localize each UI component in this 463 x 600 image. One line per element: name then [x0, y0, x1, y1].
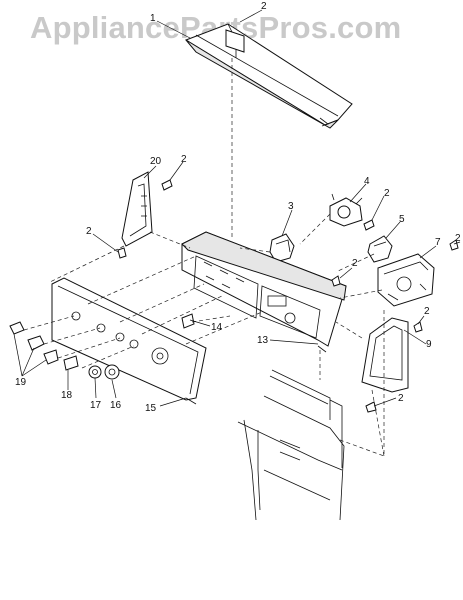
- callout-2-d: 2: [455, 233, 461, 244]
- callout-15: 15: [145, 403, 157, 414]
- callout-19: 19: [15, 377, 27, 388]
- part-13-console-frame: [181, 231, 347, 353]
- alignment-lines: [23, 58, 385, 457]
- part-17-knob: [88, 365, 102, 379]
- callout-labels: 1 2 20 2 2 3 4 2 5 7 2 2 2 14 13 9 19 18…: [15, 1, 461, 414]
- callout-14: 14: [211, 322, 223, 333]
- part-9-right-end-cap: [361, 317, 409, 393]
- part-16-knob: [104, 364, 120, 380]
- callout-9: 9: [426, 339, 432, 350]
- callout-4: 4: [364, 176, 370, 187]
- callout-5: 5: [399, 214, 405, 225]
- callout-2-g: 2: [398, 393, 404, 404]
- callout-20: 20: [150, 156, 162, 167]
- part-20-left-end-cap: [121, 171, 153, 247]
- part-5-switch: [367, 235, 393, 263]
- callout-18: 18: [61, 390, 73, 401]
- callout-3: 3: [288, 201, 294, 212]
- cabinet-base: [237, 369, 345, 521]
- callout-2-f: 2: [424, 306, 430, 317]
- callout-16: 16: [110, 400, 122, 411]
- callout-13: 13: [257, 335, 269, 346]
- callout-17: 17: [90, 400, 102, 411]
- screws: [117, 179, 459, 413]
- part-1-top-trim: [184, 23, 353, 129]
- callout-7: 7: [435, 237, 441, 248]
- part-18-clip: [63, 355, 79, 371]
- callout-2-e: 2: [352, 258, 358, 269]
- leader-lines: [13, 9, 461, 407]
- part-19-buttons: [9, 321, 59, 365]
- callout-2-b: 2: [86, 226, 92, 237]
- callout-2-a: 2: [181, 154, 187, 165]
- part-7-timer: [377, 253, 435, 307]
- part-15-front-panel: [51, 277, 207, 405]
- callout-2-c: 2: [384, 188, 390, 199]
- part-4-control: [329, 193, 363, 227]
- callout-2-top: 2: [261, 1, 267, 12]
- callout-1: 1: [150, 13, 156, 24]
